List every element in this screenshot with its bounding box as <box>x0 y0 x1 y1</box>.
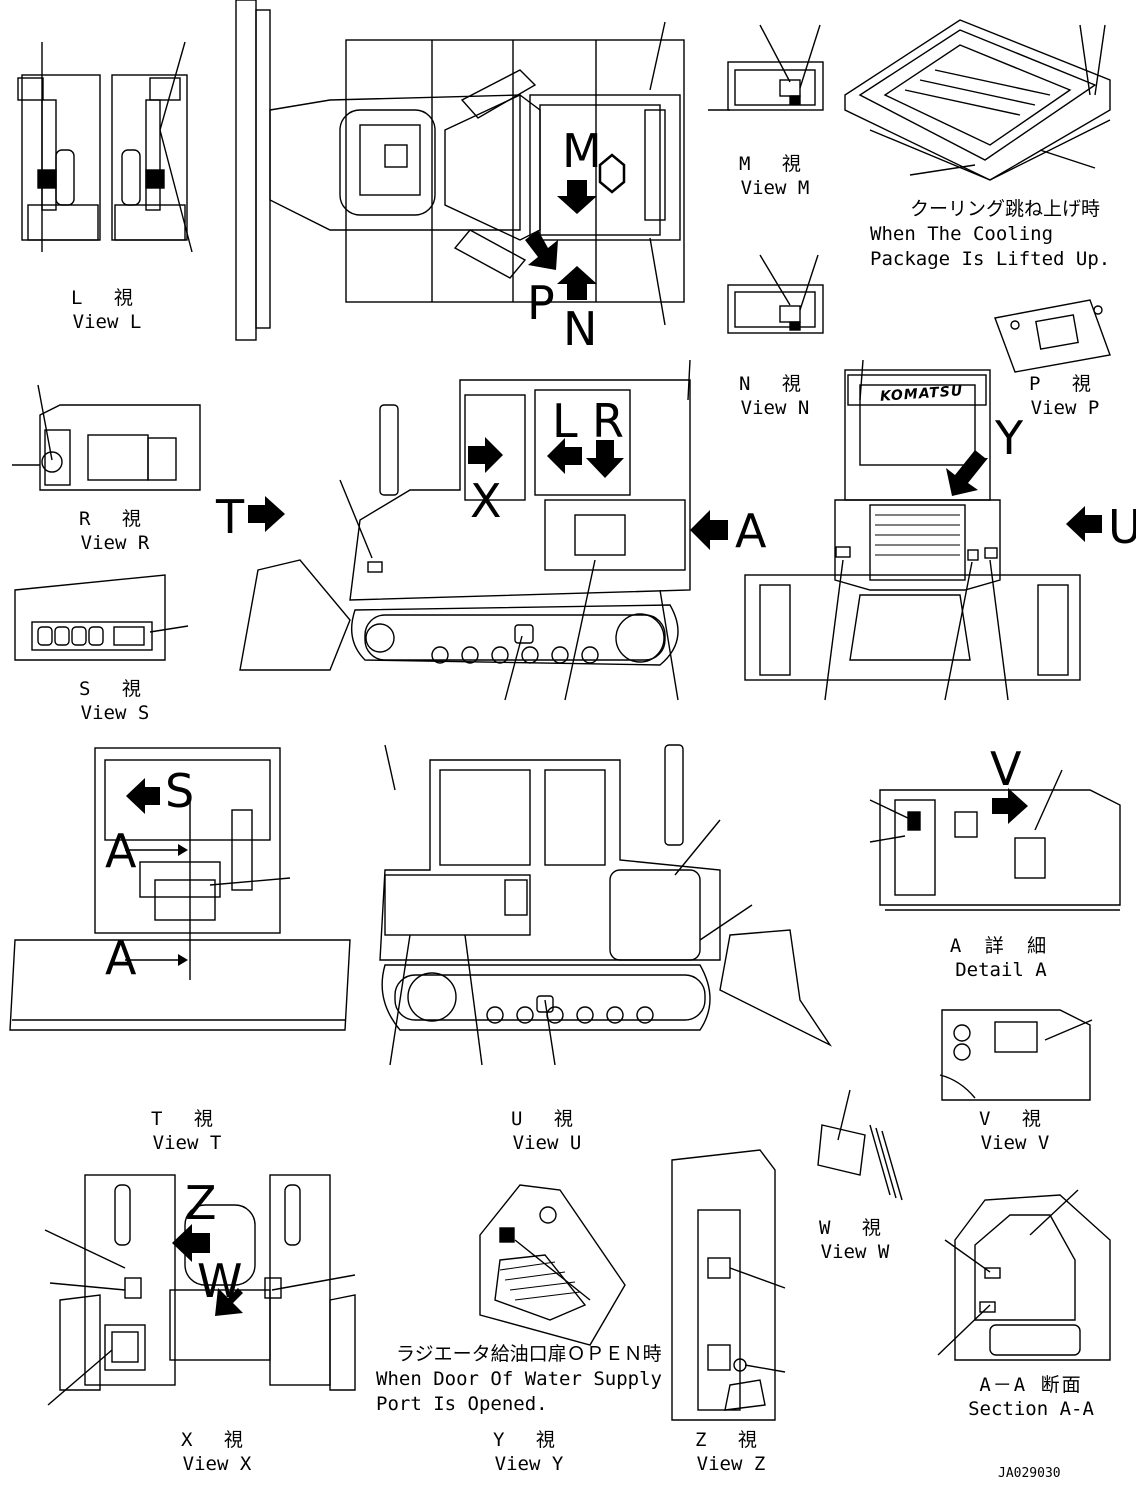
view-x-jp: X 視 <box>181 1429 253 1451</box>
marker-n: N <box>563 302 598 356</box>
drawing-code: JA029030 <box>998 1466 1061 1481</box>
view-x-en: View X <box>182 1453 252 1475</box>
view-y-grille <box>499 1261 581 1301</box>
view-l-drawing <box>17 41 193 253</box>
view-l-label: L 視 View L <box>52 286 162 334</box>
side-view-2 <box>379 744 833 1066</box>
view-v-jp: V 視 <box>979 1108 1051 1130</box>
side1-track-rollers <box>431 646 599 664</box>
marker-r: R <box>592 394 624 448</box>
view-w-label: W 視 View W <box>800 1216 910 1264</box>
view-u-label: U 視 View U <box>492 1107 602 1155</box>
view-z-en: View Z <box>696 1453 766 1475</box>
view-r-drawing <box>12 384 201 491</box>
view-n-jp: N 視 <box>739 373 811 395</box>
section-aa-jp: A－A 断面 <box>979 1374 1083 1396</box>
section-aa-drawing <box>937 1189 1111 1361</box>
marker-a-lower: A <box>105 931 137 985</box>
view-y-drawing <box>479 1184 626 1346</box>
view-t-label: T 視 View T <box>132 1107 242 1155</box>
section-aa-en: Section A-A <box>968 1398 1094 1420</box>
view-z-drawing <box>671 1149 786 1421</box>
view-r-label: R 視 View R <box>60 507 170 555</box>
marker-t: T <box>216 490 245 544</box>
cooling-note: クーリング跳ね上げ時 When The Cooling Package Is L… <box>870 197 1110 272</box>
view-n-en: View N <box>740 397 810 419</box>
marker-a-upper: A <box>105 824 137 878</box>
view-s-jp: S 視 <box>79 678 151 700</box>
detail-a-label: A 詳 細 Detail A <box>946 934 1056 982</box>
cooling-note-en2: Package Is Lifted Up. <box>870 248 1111 270</box>
arrows-top-plan <box>525 180 597 300</box>
marker-m: M <box>562 124 602 178</box>
view-p-label: P 視 View P <box>1010 372 1120 420</box>
view-l-en: View L <box>72 311 142 333</box>
view-t-en: View T <box>152 1132 222 1154</box>
side-view-1 <box>239 359 691 701</box>
marker-u: U <box>1108 500 1136 554</box>
view-v-label: V 視 View V <box>960 1107 1070 1155</box>
view-m-en: View M <box>740 177 810 199</box>
view-y-en: View Y <box>494 1453 564 1475</box>
marker-v: V <box>990 742 1022 796</box>
view-z-label: Z 視 View Z <box>676 1428 786 1476</box>
view-t-drawing <box>9 747 351 1031</box>
view-u-jp: U 視 <box>511 1108 583 1130</box>
view-w-en: View W <box>820 1241 890 1263</box>
view-s-en: View S <box>80 702 150 724</box>
view-w-jp: W 視 <box>819 1217 891 1239</box>
view-n-label: N 視 View N <box>720 372 830 420</box>
view-v-en: View V <box>980 1132 1050 1154</box>
arrows-detail-a <box>992 788 1028 824</box>
view-t-jp: T 視 <box>151 1108 223 1130</box>
marker-a: A <box>735 504 767 558</box>
marker-y: Y <box>995 411 1024 465</box>
view-m-label: M 視 View M <box>720 152 830 200</box>
section-aa-label: A－A 断面 Section A-A <box>966 1373 1096 1421</box>
arrows-view-x <box>172 1224 243 1316</box>
marker-w: W <box>197 1254 243 1308</box>
marker-l: L <box>552 394 578 448</box>
view-s-label: S 視 View S <box>60 677 170 725</box>
top-plan-view <box>235 0 685 341</box>
radiator-note-en2: Port Is Opened. <box>376 1393 548 1415</box>
view-r-en: View R <box>80 532 150 554</box>
view-m-drawing <box>708 24 824 111</box>
cooling-note-en1: When The Cooling <box>870 223 1054 245</box>
radiator-note: ラジエータ給油口扉ＯＰＥＮ時 When Door Of Water Supply… <box>376 1342 662 1417</box>
view-p-en: View P <box>1030 397 1100 419</box>
arrows-view-t <box>126 778 188 966</box>
view-n-drawing <box>727 254 824 334</box>
view-y-label: Y 視 View Y <box>474 1428 584 1476</box>
detail-a-en: Detail A <box>955 959 1047 981</box>
marker-s: S <box>165 764 195 818</box>
radiator-note-en1: When Door Of Water Supply <box>376 1368 662 1390</box>
view-s-drawing <box>14 574 189 661</box>
view-x-label: X 視 View X <box>162 1428 272 1476</box>
view-p-drawing <box>994 299 1111 373</box>
marker-x: X <box>470 474 502 528</box>
view-m-jp: M 視 <box>739 153 811 175</box>
cooling-note-jp: クーリング跳ね上げ時 <box>910 198 1101 220</box>
arrows-side-1 <box>248 437 728 550</box>
view-p-jp: P 視 <box>1029 373 1101 395</box>
arrows-rear <box>946 450 1102 542</box>
view-r-jp: R 視 <box>79 508 151 530</box>
marker-p: P <box>527 276 555 330</box>
rear-grille <box>875 514 960 556</box>
radiator-note-jp: ラジエータ給油口扉ＯＰＥＮ時 <box>396 1343 662 1365</box>
view-u-en: View U <box>512 1132 582 1154</box>
detail-a-drawing <box>869 769 1121 911</box>
view-l-jp: L 視 <box>71 287 143 309</box>
view-w-drawing <box>817 1089 903 1201</box>
detail-a-jp: A 詳 細 <box>949 935 1053 957</box>
view-y-jp: Y 視 <box>493 1429 565 1451</box>
marker-z: Z <box>185 1176 217 1230</box>
cooling-package-drawing <box>844 19 1111 181</box>
view-v-drawing <box>939 1009 1093 1101</box>
view-z-jp: Z 視 <box>695 1429 767 1451</box>
rear-view <box>744 359 1081 701</box>
view-x-drawing <box>44 1174 356 1406</box>
